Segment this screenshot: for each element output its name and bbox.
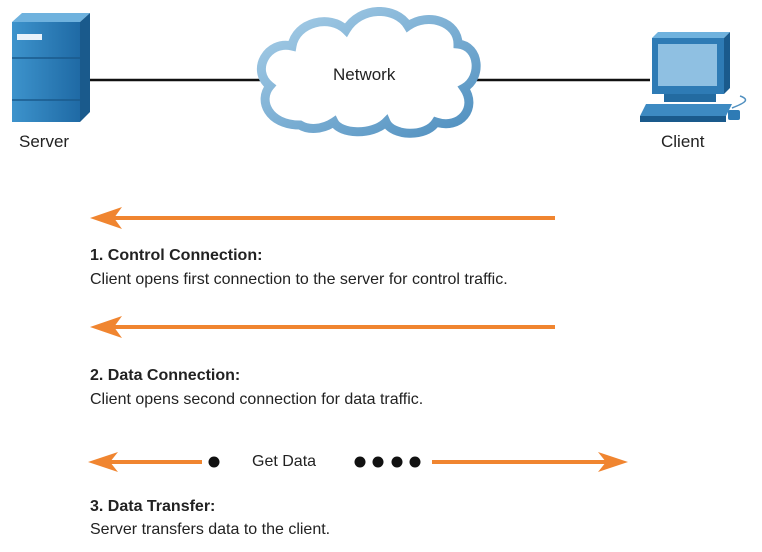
transfer-dot — [354, 456, 366, 468]
data-transfer-arrow-left — [88, 452, 202, 472]
transfer-dot — [391, 456, 403, 468]
client-computer-icon — [640, 32, 747, 122]
step-2-description: Client opens second connection for data … — [90, 391, 424, 408]
transfer-dot — [409, 456, 421, 468]
transfer-dot — [208, 456, 220, 468]
control-connection-arrow — [90, 207, 555, 229]
step-2-title: 2. Data Connection: — [90, 367, 241, 384]
step-1-title: 1. Control Connection: — [90, 247, 263, 264]
step-3-description: Server transfers data to the client. — [90, 521, 331, 538]
transfer-dot — [372, 456, 384, 468]
get-data-label: Get Data — [252, 453, 317, 470]
client-label: Client — [661, 132, 705, 151]
server-icon — [12, 13, 90, 122]
step-3-title: 3. Data Transfer: — [90, 498, 216, 515]
step-1-description: Client opens first connection to the ser… — [90, 271, 508, 288]
data-connection-arrow — [90, 316, 555, 338]
network-cloud-icon — [256, 7, 481, 138]
network-label: Network — [333, 65, 396, 84]
server-label: Server — [19, 132, 70, 151]
data-transfer-arrow-right — [432, 452, 628, 472]
